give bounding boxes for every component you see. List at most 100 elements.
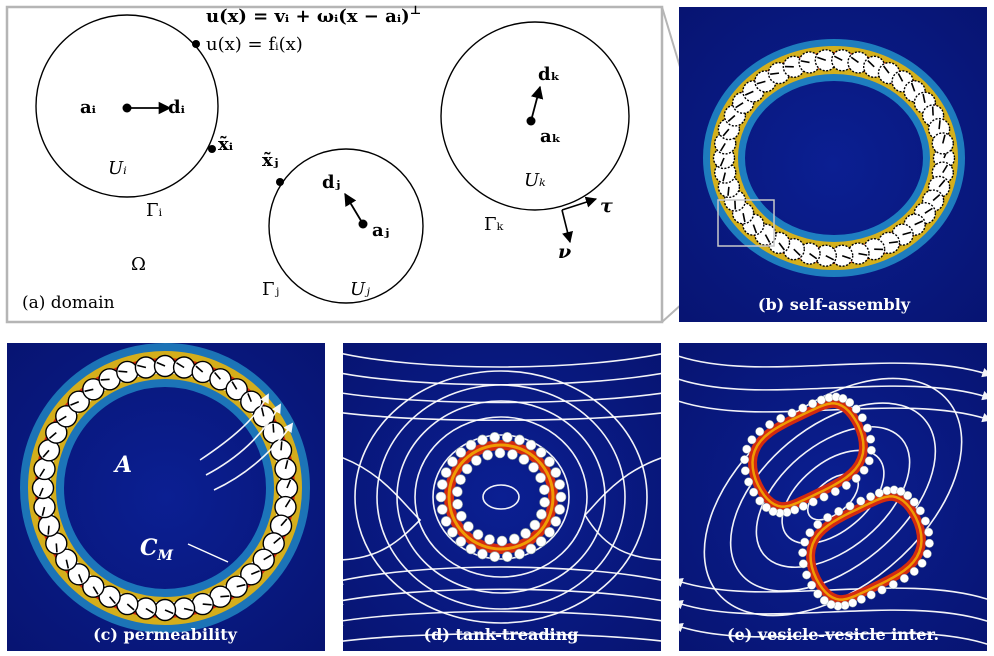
- bead: [555, 491, 567, 503]
- bead: [740, 455, 750, 465]
- bead: [447, 456, 458, 468]
- bead: [834, 507, 844, 516]
- label-a-j: aⱼ: [372, 220, 389, 241]
- bead: [909, 566, 919, 576]
- normal-arrow: [561, 209, 573, 244]
- body-k-direction-arrow: [530, 85, 544, 122]
- panel-c-caption: (c) permeability: [93, 625, 238, 644]
- streamline-open: [343, 412, 661, 422]
- streamline-open: [679, 623, 987, 645]
- bead: [477, 434, 488, 446]
- swimmer-particle: [153, 354, 177, 378]
- label-x-j: x̃ⱼ: [262, 150, 278, 171]
- bead: [805, 528, 815, 538]
- bead: [535, 472, 546, 484]
- bead: [776, 414, 786, 423]
- streamline-open: [343, 352, 661, 368]
- bead: [755, 427, 765, 437]
- bead: [520, 528, 531, 539]
- bead: [496, 535, 508, 547]
- bead: [501, 551, 513, 562]
- body-i-point-top: [192, 40, 200, 48]
- bead: [452, 486, 463, 498]
- bead: [813, 589, 823, 599]
- bead: [819, 596, 829, 605]
- bead: [544, 456, 555, 468]
- bead: [856, 594, 866, 604]
- swimmer-particle: [31, 476, 55, 500]
- bead: [798, 559, 808, 569]
- bead: [544, 526, 555, 538]
- bead: [845, 501, 855, 511]
- swimmer-particle: [116, 360, 139, 384]
- vesicle-rim: [751, 402, 865, 508]
- bead: [509, 533, 520, 545]
- streamline-closed: [729, 402, 937, 592]
- swimmer-particle: [831, 49, 854, 72]
- panel-b-zoom-box: [717, 199, 775, 247]
- panel-b-particle-ring: [712, 49, 956, 267]
- panel-d-background: [343, 343, 661, 651]
- bead: [851, 404, 861, 414]
- bead: [539, 484, 550, 496]
- streamline-closed: [781, 449, 885, 545]
- body-j-point-x: [276, 178, 284, 186]
- bead: [484, 534, 495, 545]
- bead: [514, 548, 525, 560]
- bead: [800, 537, 810, 547]
- bead: [749, 487, 759, 497]
- bead: [924, 538, 934, 548]
- bead: [816, 395, 826, 405]
- swimmer-particle: [67, 563, 90, 586]
- bead: [518, 454, 530, 465]
- label-membrane-C: CM: [140, 535, 174, 564]
- bead: [866, 590, 876, 600]
- bead: [742, 444, 752, 454]
- label-d-j: dⱼ: [322, 172, 340, 193]
- streamline-open: [679, 600, 987, 622]
- equation-velocity: u(x) = vᵢ + ωᵢ(x − aᵢ)⊥: [206, 3, 421, 27]
- swimmer-particle: [814, 49, 837, 72]
- bead: [507, 449, 518, 460]
- bead: [455, 536, 467, 547]
- label-tau: τ: [600, 195, 613, 217]
- label-Gamma-i: Γᵢ: [146, 200, 162, 221]
- swimmer-particle: [153, 598, 177, 622]
- bead: [455, 447, 467, 458]
- label-Gamma-k: Γₖ: [484, 214, 503, 235]
- bead: [862, 423, 872, 433]
- bead: [535, 536, 547, 547]
- bead: [461, 463, 473, 475]
- bead: [489, 432, 501, 443]
- swimmer-particle: [269, 439, 293, 462]
- swimmer-particle: [274, 495, 297, 519]
- panel-b-self-assembly: (b) self-assembly: [679, 7, 987, 322]
- bead: [539, 496, 550, 508]
- bead: [845, 398, 855, 407]
- swimmer-particle: [67, 390, 90, 413]
- bead: [501, 432, 513, 443]
- bead: [915, 506, 925, 516]
- bead: [888, 580, 898, 589]
- bead: [765, 420, 775, 429]
- label-U-j: Uⱼ: [350, 279, 370, 300]
- bead: [494, 447, 506, 459]
- bead: [535, 447, 547, 458]
- streamline-open: [343, 610, 661, 626]
- bead: [525, 439, 537, 451]
- panel-a-caption: (a) domain: [22, 293, 115, 313]
- bead: [808, 399, 818, 409]
- bead: [909, 497, 919, 507]
- swimmer-particle: [225, 575, 248, 598]
- label-a-k: aₖ: [540, 126, 561, 147]
- panel-e-caption: (e) vesicle-vesicle inter.: [727, 625, 939, 644]
- bead: [802, 570, 812, 580]
- swimmer-particle: [98, 585, 121, 608]
- bead: [841, 481, 851, 490]
- streamline-open: [679, 355, 987, 378]
- bead: [838, 394, 848, 403]
- swimmer-particle: [252, 548, 275, 571]
- swimmer-particle: [33, 457, 56, 481]
- bead: [864, 456, 874, 466]
